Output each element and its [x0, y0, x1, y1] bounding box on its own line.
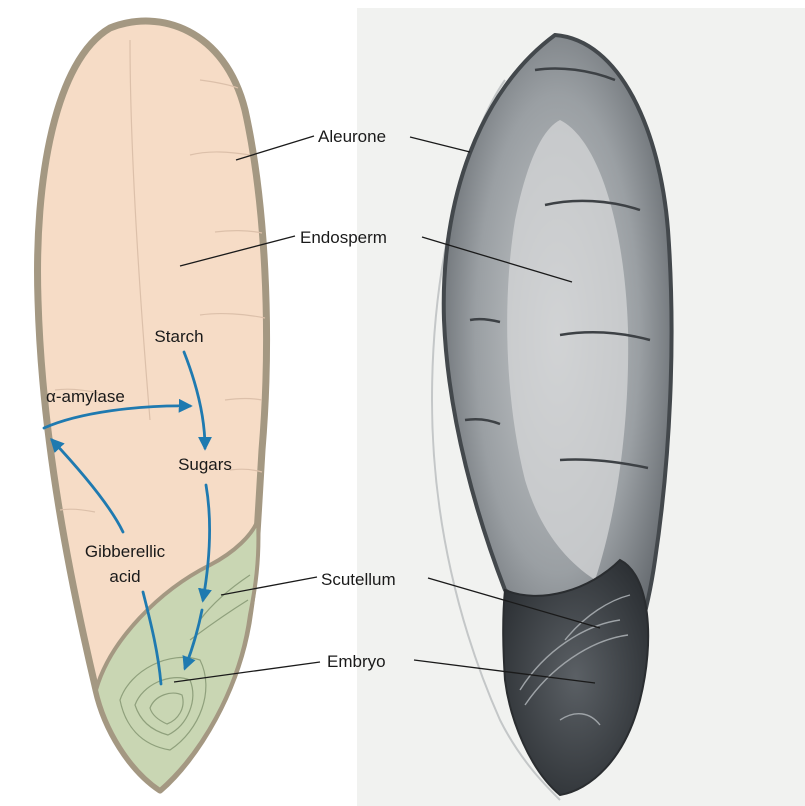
- endosperm-label: Endosperm: [300, 228, 387, 247]
- starch-label: Starch: [154, 327, 203, 346]
- acid-label: acid: [109, 567, 140, 586]
- sugars-label: Sugars: [178, 455, 232, 474]
- gibberellic-label: Gibberellic: [85, 542, 166, 561]
- embryo-label: Embryo: [327, 652, 386, 671]
- scutellum-label: Scutellum: [321, 570, 396, 589]
- seed-micrograph: [357, 8, 805, 806]
- alpha-amylase-label: α-amylase: [46, 387, 125, 406]
- aleurone-label: Aleurone: [318, 127, 386, 146]
